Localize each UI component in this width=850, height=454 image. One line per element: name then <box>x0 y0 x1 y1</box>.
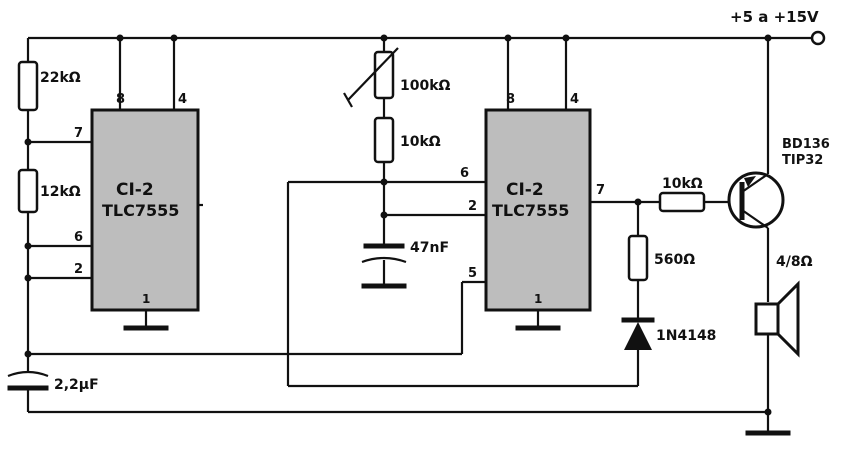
diode-label: 1N4148 <box>656 328 716 344</box>
resistor-560 <box>627 234 649 282</box>
capacitor-2u2-label: 2,2μF <box>54 377 99 393</box>
potentiometer-100k-label: 100kΩ <box>400 78 451 94</box>
resistor-10k-timing <box>373 116 395 164</box>
supply-terminal <box>810 30 826 46</box>
diode-1n4148 <box>621 317 655 386</box>
resistor-12k <box>17 168 39 214</box>
resistor-10k-timing-label: 10kΩ <box>400 134 441 150</box>
ic1-pin1: 1 <box>142 292 150 306</box>
ic2: 8 4 6 2 5 7 1 CI-2 TLC7555 <box>460 34 605 331</box>
supply-rail: +5 a +15V <box>28 8 826 46</box>
transistor-label-2: TIP32 <box>782 153 823 168</box>
capacitor-47n-label: 47nF <box>410 240 449 256</box>
speaker <box>754 280 800 432</box>
transistor-pnp <box>727 38 785 302</box>
resistor-12k-label: 12kΩ <box>40 184 81 200</box>
supply-label: +5 a +15V <box>730 8 819 26</box>
output-stage: 10kΩ 560Ω 1N4148 BD136 TIP32 4/8Ω <box>28 34 830 436</box>
ic1-part: TLC7555 <box>102 201 179 220</box>
resistor-22k <box>17 60 39 112</box>
ic2-pin7: 7 <box>596 183 605 198</box>
ic1-pin4: 4 <box>178 92 187 107</box>
ic1-pin2: 2 <box>74 262 83 277</box>
ic1-pin7: 7 <box>74 126 83 141</box>
ic2-pin8: 8 <box>506 92 515 107</box>
potentiometer-100k <box>373 50 395 100</box>
ic1-body <box>90 108 200 312</box>
ic2-pin1: 1 <box>534 292 542 306</box>
transistor-label-1: BD136 <box>782 137 830 152</box>
ic1: 8 4 7 6 2 1 CI-2 TLC7555 <box>74 34 203 331</box>
resistor-22k-label: 22kΩ <box>40 70 81 86</box>
speaker-label: 4/8Ω <box>776 254 813 270</box>
ic2-pin6: 6 <box>460 166 469 181</box>
resistor-560-label: 560Ω <box>654 252 695 268</box>
ic2-pin2: 2 <box>468 199 477 214</box>
resistor-10k-base-label: 10kΩ <box>662 176 703 192</box>
ic2-pin4: 4 <box>570 92 579 107</box>
ic1-pin6: 6 <box>74 230 83 245</box>
ic2-part: TLC7555 <box>492 201 569 220</box>
ic1-name: CI-2 <box>116 180 154 200</box>
ic2-pin5: 5 <box>468 266 477 281</box>
ic2-name: CI-2 <box>506 180 544 200</box>
resistor-10k-base <box>658 191 706 213</box>
ic2-body <box>484 108 592 312</box>
ic1-pin8: 8 <box>116 92 125 107</box>
ic2-timing-network: 100kΩ 10kΩ 47nF <box>28 34 638 388</box>
ic1-timing-network: 22kΩ 12kΩ 2,2μF <box>7 38 99 412</box>
